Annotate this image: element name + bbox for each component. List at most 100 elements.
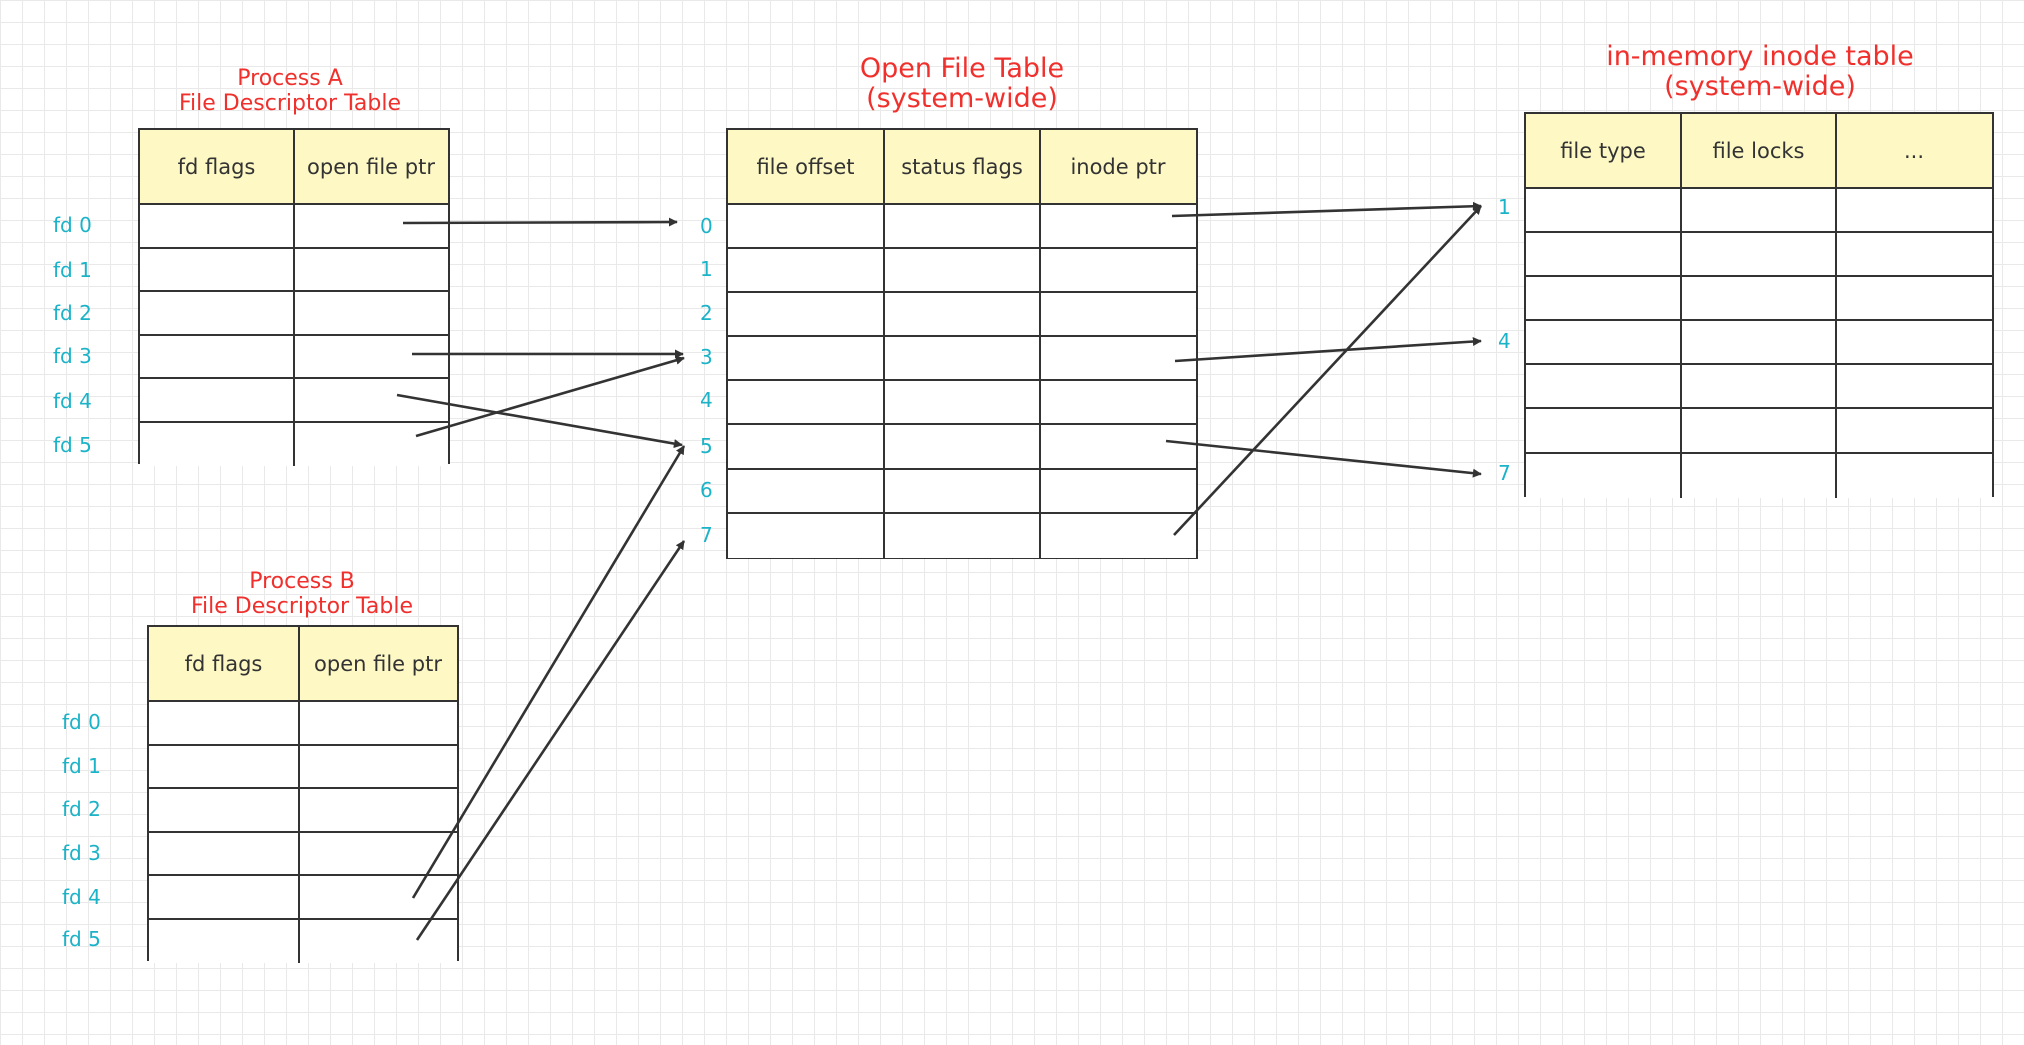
- open-file-row-4: [728, 381, 1196, 426]
- table-cell: [1837, 233, 1991, 275]
- inode-row: [1526, 409, 1992, 454]
- open-file-label-3: 3: [700, 345, 713, 369]
- open-file-col-status-flags: status flags: [885, 130, 1041, 203]
- table-cell: [1041, 293, 1195, 335]
- process-b-label-fd-4: fd 4: [62, 885, 101, 909]
- open-file-col-inode-ptr: inode ptr: [1070, 154, 1166, 179]
- table-cell: [295, 336, 447, 378]
- table-cell: [1682, 365, 1837, 408]
- table-cell: [1041, 425, 1195, 467]
- process-b-label-fd-2: fd 2: [62, 797, 101, 821]
- table-cell: [1041, 205, 1195, 247]
- inode-table-title-line2: (system-wide): [1664, 71, 1856, 103]
- process-a-label-fd-2: fd 2: [53, 301, 92, 325]
- open-file-row-0: [728, 205, 1196, 250]
- inode-table-title-line1: in-memory inode table: [1606, 41, 1914, 72]
- table-cell: [1837, 277, 1991, 319]
- table-cell: [140, 248, 295, 290]
- table-cell: [1526, 409, 1682, 452]
- table-cell: [1041, 249, 1195, 291]
- table-cell: [1837, 189, 1991, 231]
- process-a-col-fd-flags: fd flags: [140, 130, 295, 203]
- inode-label-1: 1: [1498, 195, 1511, 219]
- table-cell: [885, 249, 1041, 292]
- table-cell: [1526, 321, 1682, 364]
- process-b-fd-0: [149, 702, 457, 746]
- process-a-title: Process A File Descriptor Table: [140, 66, 440, 116]
- process-b-title: Process B File Descriptor Table: [152, 569, 452, 619]
- table-cell: [1837, 454, 1991, 498]
- table-cell: [1682, 189, 1837, 232]
- table-cell: [1837, 409, 1991, 451]
- inode-col-file-type: file type: [1526, 114, 1682, 187]
- process-a-fd-4: [140, 379, 448, 423]
- process-b-label-fd-3: fd 3: [62, 841, 101, 865]
- process-b-fd-3: [149, 832, 457, 876]
- process-a-title-line2: File Descriptor Table: [179, 90, 401, 116]
- open-file-table-title-line1: Open File Table: [859, 53, 1065, 84]
- open-file-label-7: 7: [700, 523, 713, 547]
- table-cell: [885, 293, 1041, 336]
- process-a-fd-1: [140, 248, 448, 292]
- process-a-label-fd-3: fd 3: [53, 344, 92, 368]
- open-file-row-6: [728, 469, 1196, 514]
- table-cell: [1526, 277, 1682, 320]
- process-a-fd-2: [140, 292, 448, 336]
- open-file-row-2: [728, 293, 1196, 338]
- inode-header-row: file type file locks ...: [1526, 114, 1992, 189]
- table-cell: [1682, 453, 1837, 498]
- table-cell: [295, 423, 447, 467]
- process-b-fd-5: [149, 919, 457, 963]
- table-cell: [1837, 365, 1991, 407]
- table-cell: [728, 337, 885, 380]
- table-cell: [728, 205, 885, 248]
- process-a-header-row: fd flags open file ptr: [140, 130, 448, 205]
- table-cell: [149, 832, 300, 874]
- process-a-label-fd-5: fd 5: [53, 433, 92, 457]
- table-cell: [885, 513, 1041, 558]
- table-cell: [1526, 233, 1682, 276]
- table-cell: [295, 249, 447, 291]
- process-b-col-open-file-ptr: open file ptr: [314, 651, 442, 676]
- inode-row-4: [1526, 321, 1992, 366]
- open-file-label-1: 1: [700, 257, 713, 281]
- table-cell: [300, 789, 456, 831]
- table-cell: [149, 876, 300, 918]
- process-a-label-fd-1: fd 1: [53, 258, 92, 282]
- table-cell: [885, 425, 1041, 468]
- table-cell: [728, 425, 885, 468]
- process-b-col-fd-flags: fd flags: [149, 627, 300, 700]
- table-cell: [728, 249, 885, 292]
- table-cell: [1041, 381, 1195, 423]
- inode-row-7: [1526, 453, 1992, 498]
- open-file-table-title-line2: (system-wide): [866, 83, 1058, 115]
- inode-label-4: 4: [1498, 329, 1511, 353]
- table-cell: [885, 337, 1041, 380]
- open-file-label-5: 5: [700, 434, 713, 458]
- table-cell: [728, 381, 885, 424]
- table-cell: [300, 876, 456, 918]
- table-cell: [728, 469, 885, 512]
- process-a-label-fd-4: fd 4: [53, 389, 92, 413]
- table-cell: [140, 335, 295, 377]
- table-cell: [1837, 321, 1991, 363]
- open-file-row-5: [728, 425, 1196, 470]
- table-cell: [149, 745, 300, 787]
- table-cell: [149, 702, 300, 744]
- process-b-label-fd-0: fd 0: [62, 710, 101, 734]
- inode-label-7: 7: [1498, 461, 1511, 485]
- process-a-col-open-file-ptr: open file ptr: [307, 154, 435, 179]
- open-file-row-3: [728, 337, 1196, 382]
- table-cell: [1526, 453, 1682, 498]
- table-cell: [1041, 514, 1195, 558]
- arrow-open-file-0-to-inode-1: [1171, 201, 1482, 218]
- arrow-open-file-7-to-inode-1: [1173, 205, 1482, 536]
- process-b-label-fd-5: fd 5: [62, 927, 101, 951]
- table-cell: [300, 746, 456, 788]
- table-cell: [885, 381, 1041, 424]
- process-b-fd-table: fd flags open file ptr: [147, 625, 459, 963]
- arrow-open-file-5-to-inode-7: [1165, 439, 1482, 478]
- table-cell: [140, 292, 295, 334]
- table-cell: [300, 833, 456, 875]
- inode-col-file-locks: file locks: [1682, 114, 1837, 187]
